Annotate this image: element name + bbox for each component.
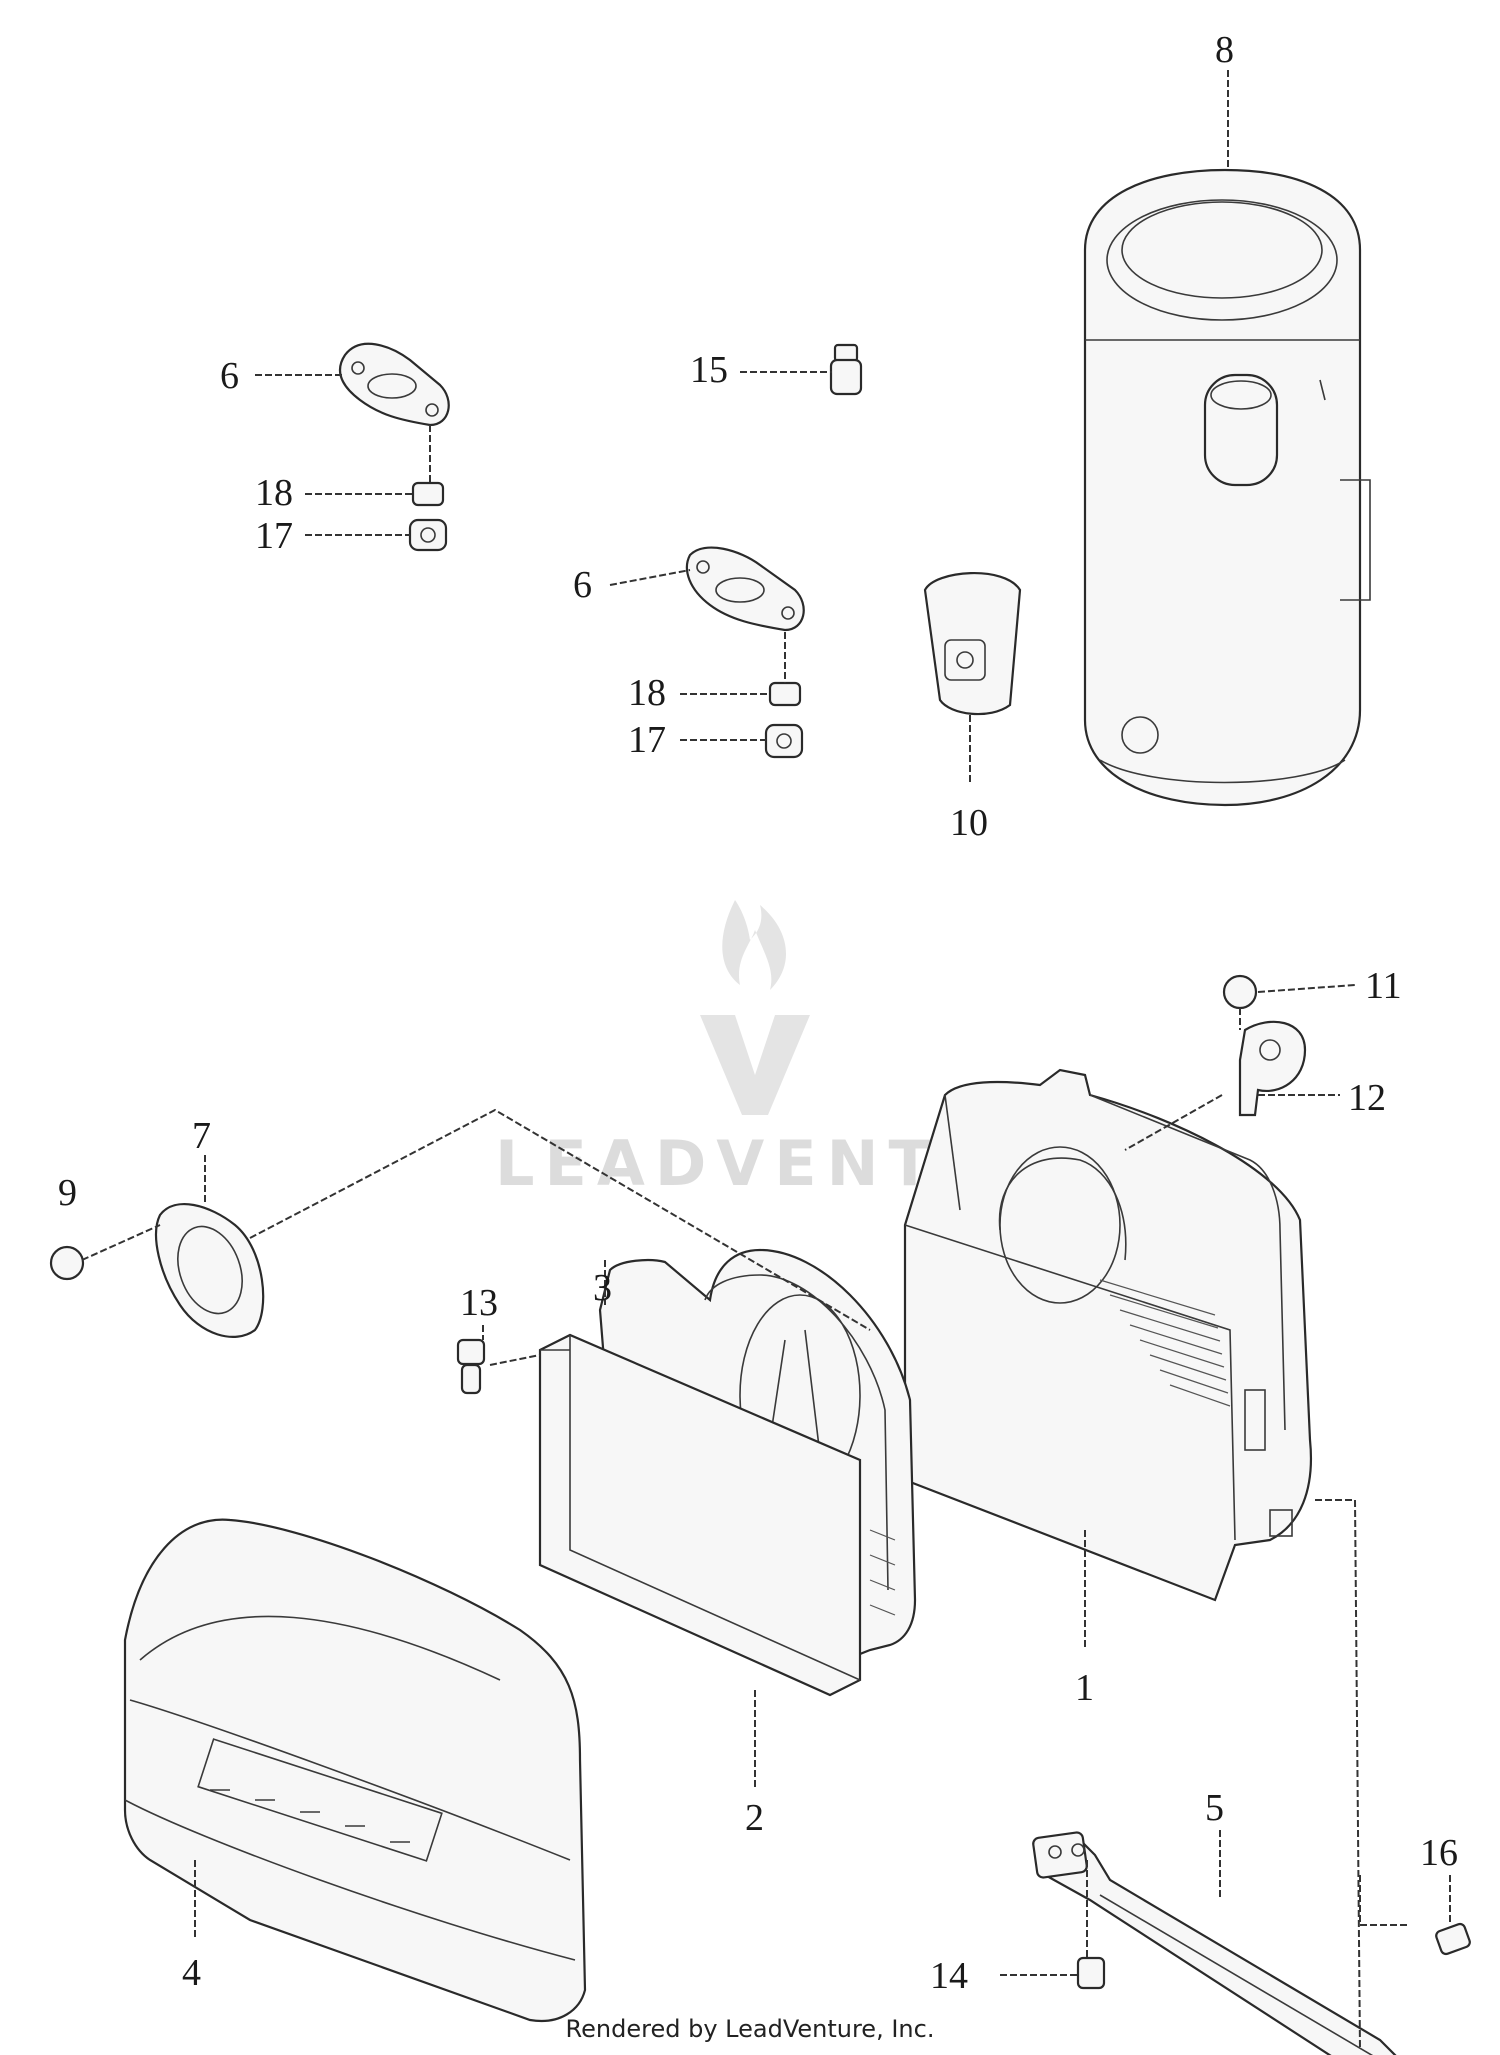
part-17-nut-middle (764, 723, 804, 759)
part-8-canister (1083, 168, 1371, 807)
callout-6-upper: 6 (220, 355, 239, 397)
callout-2: 2 (745, 1797, 764, 1839)
part-10-clamp (923, 572, 1022, 716)
callout-5: 5 (1205, 1787, 1224, 1829)
callout-14: 14 (930, 1955, 968, 1997)
callout-labels: 1 2 3 4 5 6 6 7 8 9 10 11 12 13 14 15 16… (58, 29, 1458, 1997)
callout-18-upper: 18 (255, 472, 293, 514)
part-15-bolt (829, 343, 863, 396)
part-4-cover (123, 1518, 587, 2023)
part-5-rail (1032, 1831, 1397, 2055)
part-11-bolt (1222, 974, 1258, 1010)
callout-11: 11 (1365, 965, 1402, 1007)
part-9-nut (49, 1245, 85, 1281)
callout-13: 13 (460, 1282, 498, 1324)
callout-18-middle: 18 (628, 672, 666, 714)
callout-3: 3 (593, 1267, 612, 1309)
part-16-bolt (1435, 1922, 1471, 1956)
part-17-nut-upper (408, 518, 448, 552)
callout-6-middle: 6 (573, 564, 592, 606)
part-7-gasket (155, 1203, 265, 1338)
part-13-screw (456, 1338, 486, 1395)
callout-17-middle: 17 (628, 719, 666, 761)
leader-lines (81, 70, 1451, 2051)
callout-7: 7 (192, 1115, 211, 1157)
callout-1: 1 (1075, 1667, 1094, 1709)
callout-4: 4 (182, 1952, 201, 1994)
callout-9: 9 (58, 1172, 77, 1214)
callout-17-upper: 17 (255, 515, 293, 557)
callout-15: 15 (690, 349, 728, 391)
part-12-bracket (1238, 1020, 1307, 1117)
callout-16: 16 (1420, 1832, 1458, 1874)
part-14-bolt (1076, 1956, 1106, 1990)
callout-10: 10 (950, 802, 988, 844)
footer-credit: Rendered by LeadVenture, Inc. (565, 2015, 935, 2043)
part-2-filter (538, 1333, 862, 1697)
part-1-base (903, 1068, 1312, 1602)
part-6-gasket-middle (685, 546, 805, 632)
part-6-gasket-upper (338, 342, 450, 427)
part-18-washer-upper (411, 481, 445, 507)
callout-12: 12 (1348, 1077, 1386, 1119)
callout-8: 8 (1215, 29, 1234, 71)
part-18-washer-middle (768, 681, 802, 707)
